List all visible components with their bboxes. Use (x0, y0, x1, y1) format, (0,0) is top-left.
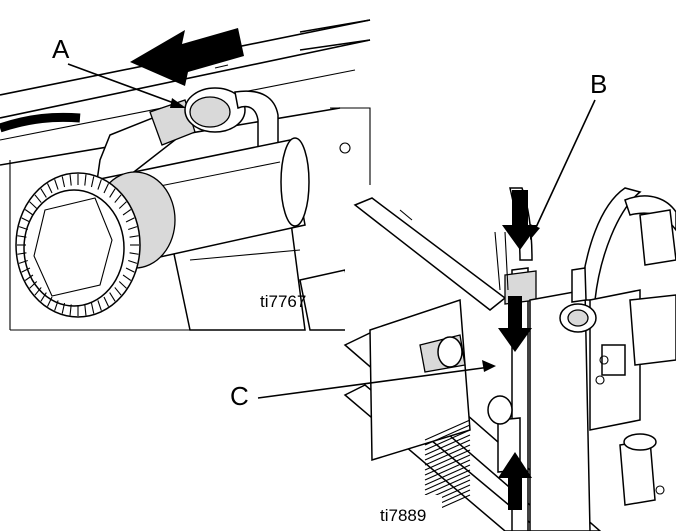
flow-arrow-up (498, 452, 532, 510)
callout-c-label: C (230, 381, 249, 411)
callout-b: B (530, 69, 607, 240)
flow-arrow-down-b (502, 190, 538, 250)
figure-id-top: ti7767 (260, 292, 306, 311)
knurled-knob (15, 171, 176, 318)
bottom-view (343, 185, 676, 531)
top-view (0, 19, 371, 331)
callout-b-label: B (590, 69, 607, 99)
callout-c: C (230, 360, 496, 411)
callout-a-label: A (52, 34, 70, 64)
flow-arrow-down-c (498, 296, 532, 352)
flow-arrow-left (130, 28, 244, 86)
figure-id-bottom: ti7889 (380, 506, 426, 525)
callout-a: A (52, 34, 186, 108)
